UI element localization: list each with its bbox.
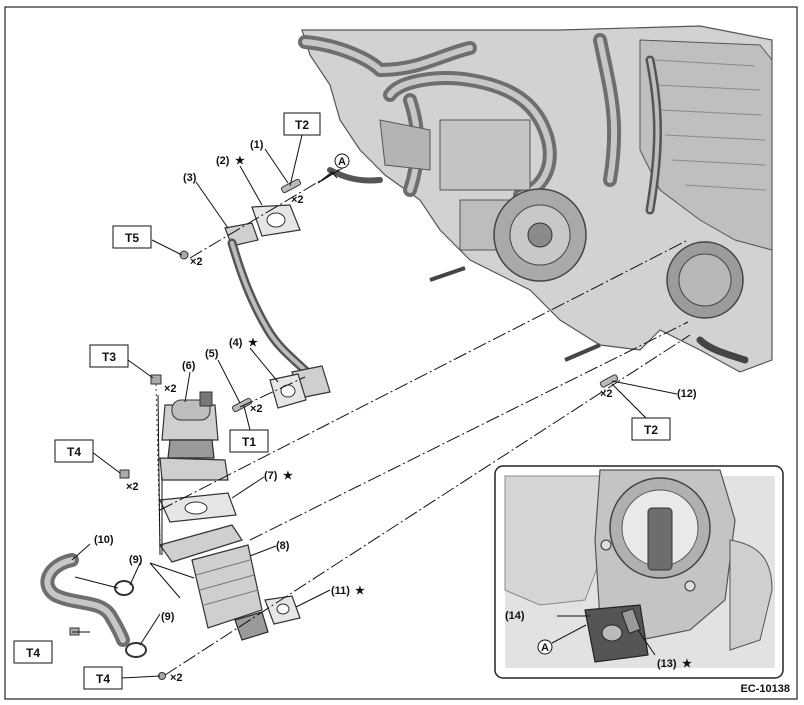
multiplier-t3: ×2 <box>164 383 177 395</box>
callout-7: (7) <box>264 470 278 482</box>
star-icon: ★ <box>355 585 365 597</box>
gasket-2 <box>251 204 301 237</box>
leader-lines <box>71 134 678 679</box>
star-icon: ★ <box>248 337 258 349</box>
bolt-t3 <box>150 374 162 546</box>
multiplier-t4-upper: ×2 <box>126 481 139 493</box>
torque-label: T3 <box>102 350 116 364</box>
torque-label: T2 <box>295 118 309 132</box>
hose-10 <box>40 553 130 647</box>
callout-3: (3) <box>183 172 197 184</box>
multiplier-12: ×2 <box>600 388 613 400</box>
gasket-11 <box>264 595 301 625</box>
stud-12 <box>599 374 619 388</box>
callout-11: (11) <box>331 585 350 597</box>
stud-5 <box>231 397 253 413</box>
torque-box-t1: T1 <box>229 429 269 453</box>
callout-6: (6) <box>182 360 196 372</box>
star-icon: ★ <box>283 470 293 482</box>
svg-text:A: A <box>338 156 346 168</box>
callout-8: (8) <box>276 540 290 552</box>
torque-label: T1 <box>242 435 256 449</box>
callout-13: (13) <box>657 658 677 670</box>
torque-box-t2-right: T2 <box>631 417 671 441</box>
callout-14: (14) <box>505 610 525 622</box>
gasket-4 <box>269 373 307 409</box>
detail-inset <box>494 465 784 679</box>
torque-box-t4-upper: T4 <box>54 439 94 463</box>
reference-mark-a-top: A <box>334 153 350 169</box>
torque-label: T5 <box>125 231 139 245</box>
clamp-9b <box>125 642 147 658</box>
egr-cooler-8 <box>191 544 269 641</box>
clamp-9a <box>114 580 134 596</box>
callout-12: (12) <box>677 388 697 400</box>
torque-label: T4 <box>26 646 40 660</box>
callout-1: (1) <box>250 139 264 151</box>
torque-box-t3: T3 <box>89 344 129 368</box>
gasket-7 <box>159 492 237 523</box>
callout-9b: (9) <box>161 611 175 623</box>
nut-t4-upper <box>119 469 130 479</box>
torque-label: T4 <box>67 445 81 459</box>
multiplier-5: ×2 <box>250 403 263 415</box>
flange-plate <box>159 524 243 563</box>
callout-2: (2) <box>216 155 230 167</box>
multiplier-t5: ×2 <box>190 256 203 268</box>
stud-1 <box>280 178 302 194</box>
callout-10: (10) <box>94 534 114 546</box>
callout-5: (5) <box>205 348 219 360</box>
torque-box-t4-left: T4 <box>13 640 53 664</box>
multiplier-t4-bottom: ×2 <box>170 672 183 684</box>
callout-9a: (9) <box>129 554 143 566</box>
reference-mark-a-inset: A <box>537 639 553 655</box>
bolt-t5 <box>179 250 189 260</box>
torque-label: T4 <box>96 672 110 686</box>
svg-text:A: A <box>541 642 549 654</box>
torque-box-t5: T5 <box>112 225 152 249</box>
star-icon: ★ <box>682 658 692 670</box>
callout-4: (4) <box>229 337 243 349</box>
torque-box-t2-top: T2 <box>283 112 321 136</box>
torque-label: T2 <box>644 423 658 437</box>
egr-valve-6 <box>159 391 229 481</box>
engine-illustration <box>298 25 773 373</box>
multiplier-1: ×2 <box>291 194 304 206</box>
torque-box-t4-bottom: T4 <box>83 666 123 690</box>
star-icon: ★ <box>235 155 245 167</box>
diagram-code: EC-10138 <box>740 683 790 695</box>
alignment-lines <box>157 165 691 676</box>
